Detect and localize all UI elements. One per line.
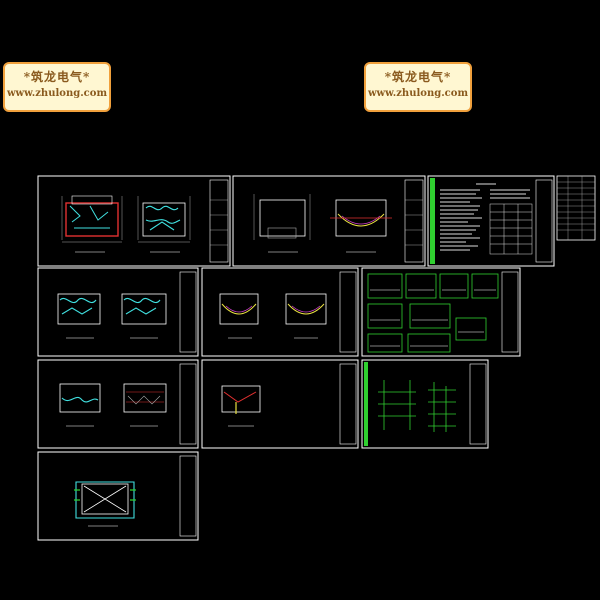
watermark-brand-text: *筑龙电气* <box>384 70 452 84</box>
sheet-ground-plan[interactable] <box>37 451 199 541</box>
watermark-brand-text: *筑龙电气* <box>23 70 91 84</box>
schematic-blocks <box>367 273 499 353</box>
plan-left <box>61 195 123 253</box>
sheet-roof-plan[interactable] <box>201 359 359 449</box>
plan-right <box>137 196 191 253</box>
watermark-logo-left: *筑龙电气* www.zhulong.com <box>3 62 111 112</box>
sheet-floor-plan-4[interactable] <box>201 267 359 357</box>
plan-right <box>285 293 327 339</box>
sheet-floor-plan-2[interactable] <box>232 175 426 267</box>
plan-left <box>59 383 101 427</box>
sheet-riser-diagram[interactable] <box>361 359 489 449</box>
sheet-design-notes[interactable] <box>427 175 555 267</box>
plan-left <box>57 293 101 339</box>
sheet-floor-plan-3[interactable] <box>37 267 199 357</box>
plan-right <box>330 199 392 253</box>
riser-lines <box>378 380 456 432</box>
plan-right <box>121 293 167 339</box>
notes-legend-table <box>489 203 533 255</box>
watermark-url-text: www.zhulong.com <box>367 88 469 99</box>
plan-single <box>221 385 261 427</box>
sheet-equipment-table[interactable] <box>556 175 596 241</box>
watermark-url-text: www.zhulong.com <box>6 88 108 99</box>
plan-single <box>74 481 136 527</box>
plan-left <box>219 293 259 339</box>
sheet-distribution-boxes[interactable] <box>361 267 521 357</box>
sheet-floor-plan-1[interactable] <box>37 175 231 267</box>
plan-left <box>253 194 311 253</box>
sheet-floor-plan-5[interactable] <box>37 359 199 449</box>
notes-text-lines <box>440 183 530 251</box>
watermark-logo-right: *筑龙电气* www.zhulong.com <box>364 62 472 112</box>
plan-right <box>123 383 167 427</box>
